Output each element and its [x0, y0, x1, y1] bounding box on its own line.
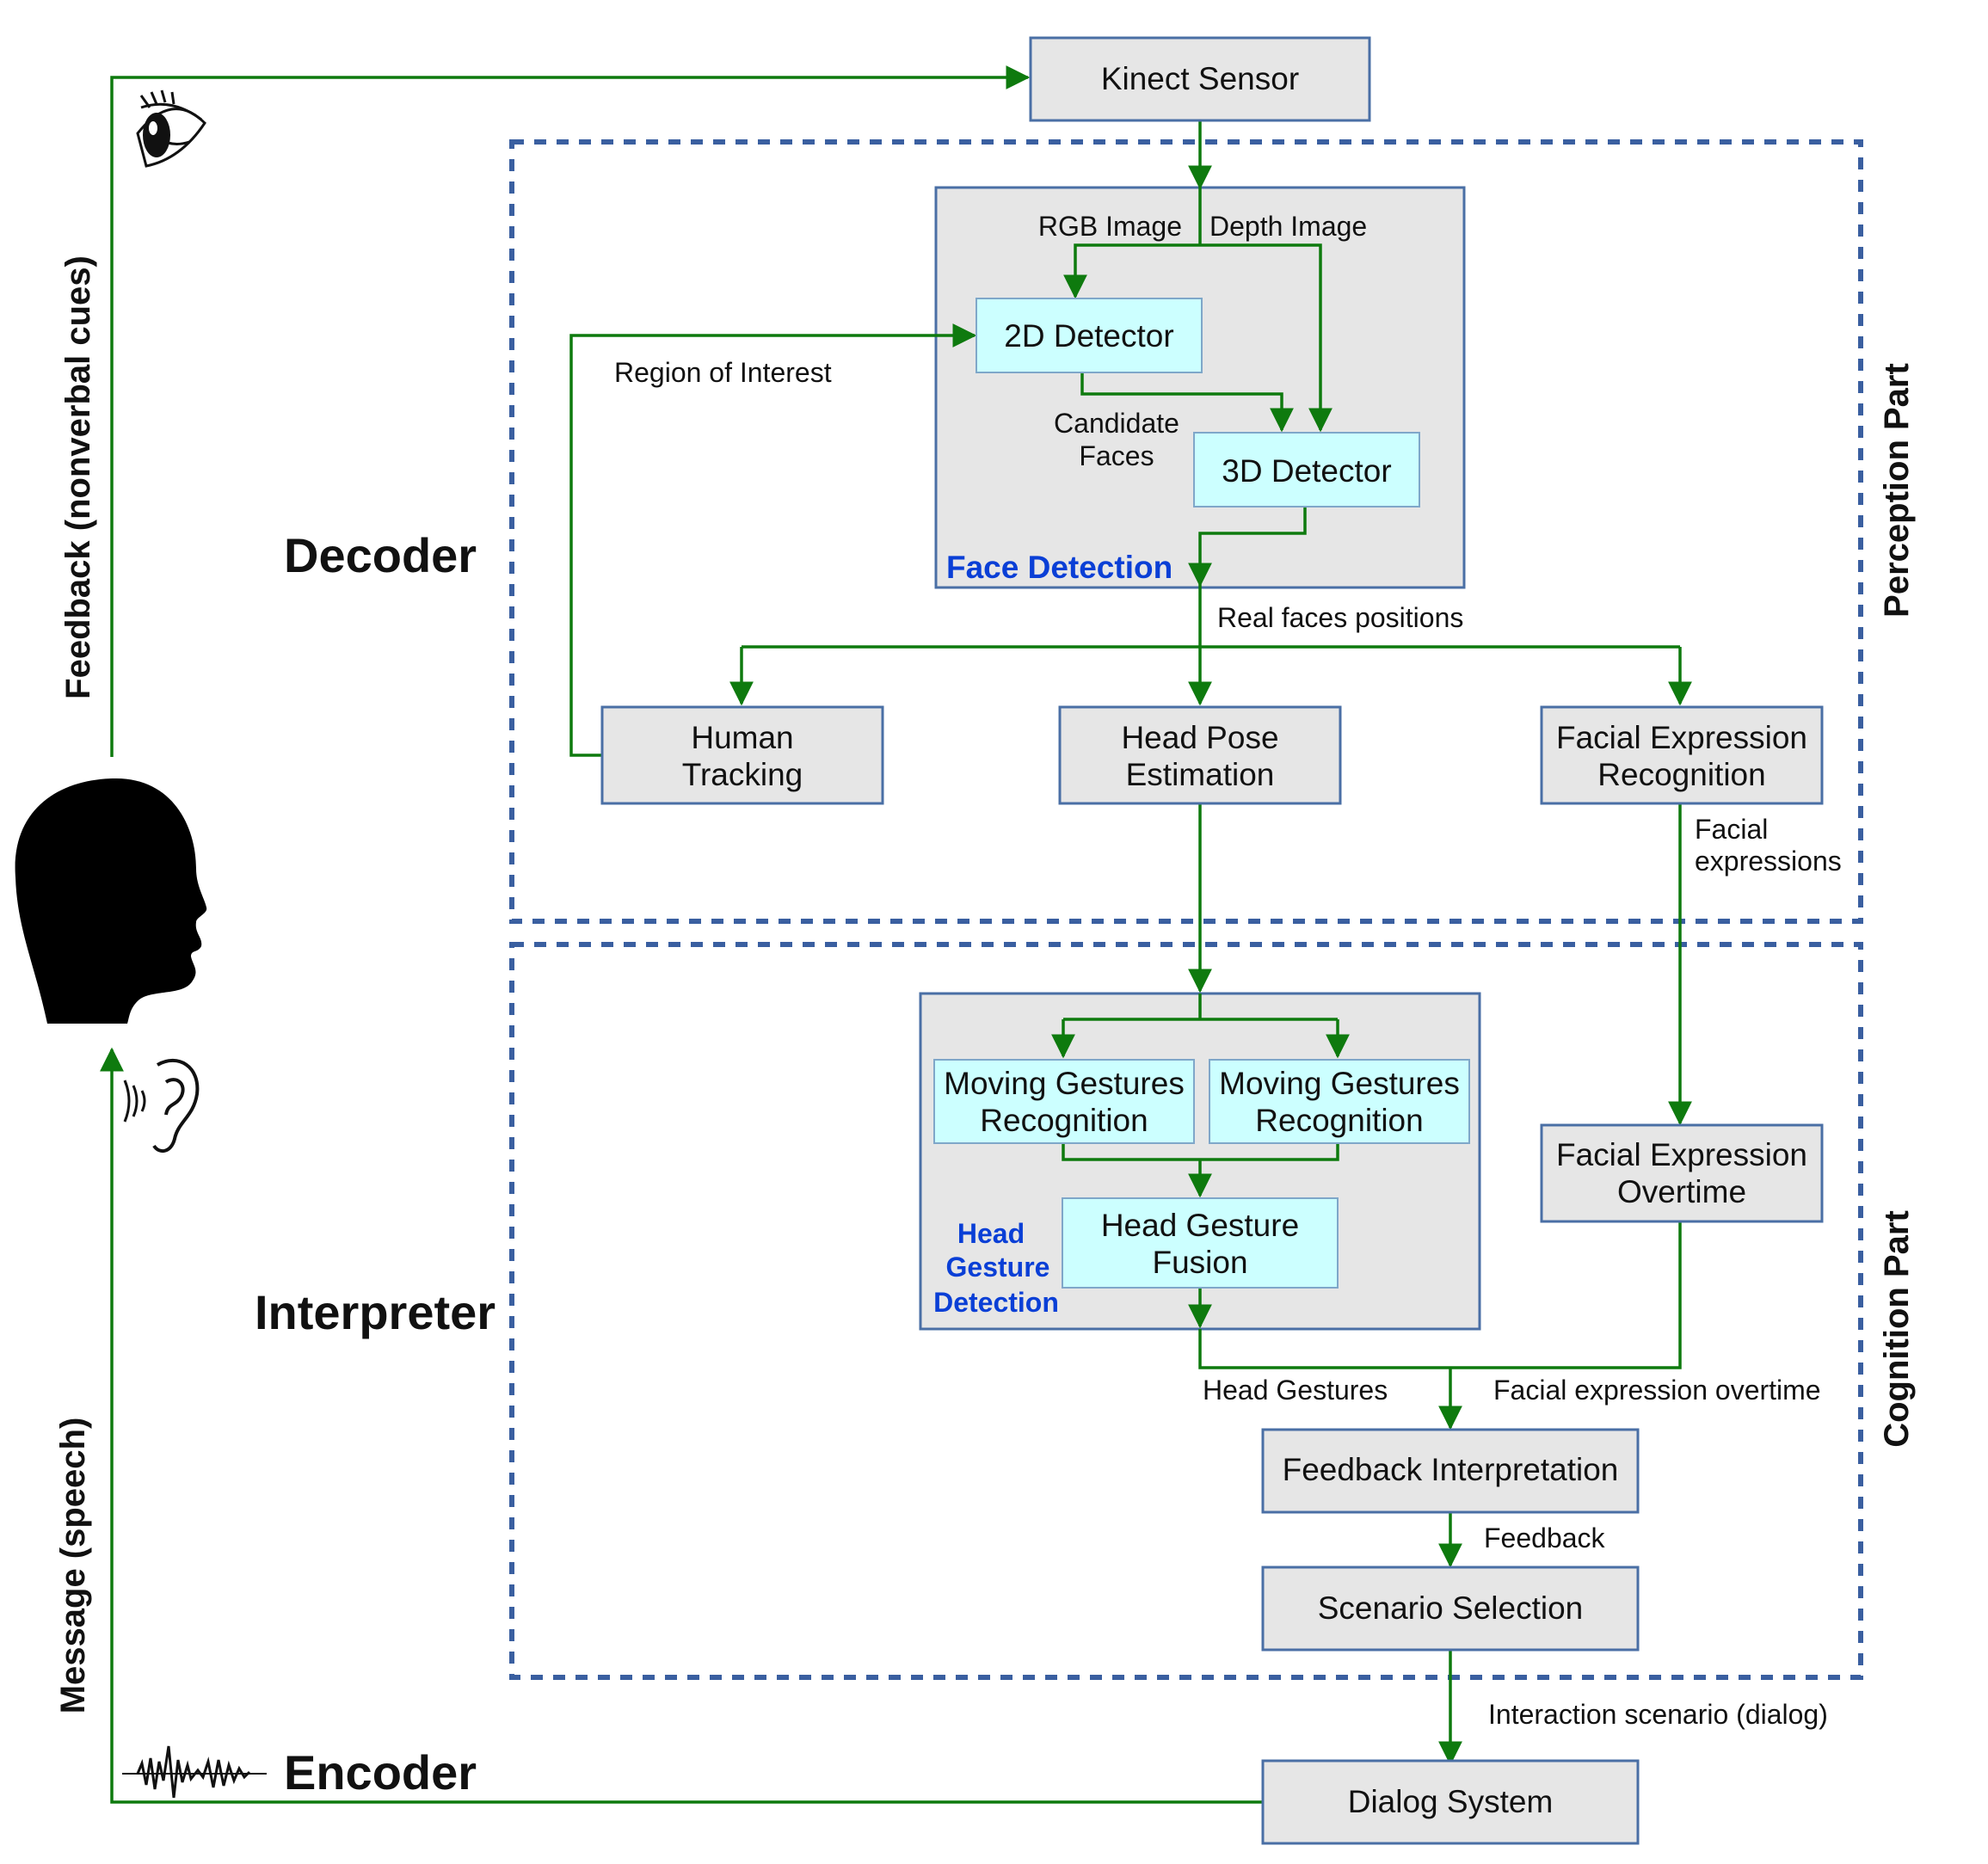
human-head-icon — [15, 778, 207, 1024]
feedback-label: Feedback — [1484, 1523, 1606, 1553]
message-speech-arrow — [100, 1047, 1263, 1804]
head-gesture-fusion-line-1: Head Gesture — [1101, 1208, 1299, 1243]
dialog-system-box: Dialog System — [1261, 1759, 1640, 1845]
encoder-label: Encoder — [284, 1745, 477, 1799]
region-of-interest-arrow — [569, 323, 977, 757]
depth-image-label: Depth Image — [1209, 211, 1367, 242]
kinect-sensor-box: Kinect Sensor — [1029, 36, 1371, 122]
kinect-sensor-label: Kinect Sensor — [1101, 61, 1299, 96]
facial-expr-overtime-line-1: Facial Expression — [1556, 1137, 1807, 1172]
perception-part-label: Perception Part — [1878, 363, 1916, 618]
human-tracking-line-2: Tracking — [682, 757, 803, 792]
decoder-label: Decoder — [284, 528, 477, 582]
head-gesture-detection-title-1: Head — [957, 1218, 1025, 1249]
scenario-selection-label: Scenario Selection — [1318, 1590, 1584, 1626]
rgb-arrow — [1063, 243, 1200, 299]
candidate-faces-label-1: Candidate — [1054, 408, 1179, 439]
feedback-interpretation-label: Feedback Interpretation — [1283, 1452, 1619, 1487]
cognition-region — [509, 942, 1863, 1680]
gestures-overtime-merge — [1198, 1221, 1682, 1369]
facial-expression-overtime-label: Facial expression overtime — [1493, 1375, 1821, 1406]
moving-gestures-1-line-1: Moving Gestures — [944, 1066, 1185, 1101]
2d-detector-label: 2D Detector — [1004, 318, 1173, 354]
depth-arrow — [1200, 243, 1333, 433]
dialog-system-label: Dialog System — [1348, 1784, 1554, 1819]
head-gestures-label: Head Gestures — [1203, 1375, 1388, 1406]
human-tracking-line-1: Human — [691, 720, 793, 755]
interpreter-label: Interpreter — [255, 1285, 495, 1339]
message-speech-label: Message (speech) — [54, 1418, 92, 1714]
3d-detector-box: 3D Detector — [1193, 432, 1420, 508]
moving-gestures-box-2: Moving Gestures Recognition — [1209, 1059, 1470, 1144]
facial-expression-overtime-box: Facial Expression Overtime — [1540, 1123, 1824, 1223]
ear-icon — [123, 1059, 200, 1153]
head-pose-line-1: Head Pose — [1121, 720, 1278, 755]
head-gesture-fusion-line-2: Fusion — [1152, 1245, 1247, 1280]
perception-region — [509, 139, 1863, 924]
candidate-faces-label-2: Faces — [1079, 440, 1154, 471]
feedback-nonverbal-label: Feedback (nonverbal cues) — [59, 255, 97, 699]
region-of-interest-label: Region of Interest — [614, 357, 832, 388]
head-gesture-detection-title-2: Gesture — [946, 1252, 1050, 1283]
head-pose-estimation-box: Head Pose Estimation — [1058, 705, 1342, 805]
feedback-nonverbal-arrow — [110, 65, 1031, 757]
facial-expr-overtime-line-2: Overtime — [1617, 1174, 1746, 1209]
head-gesture-fusion-box: Head Gesture Fusion — [1062, 1197, 1339, 1289]
moving-gestures-box-1: Moving Gestures Recognition — [933, 1059, 1195, 1144]
moving-gestures-2-line-1: Moving Gestures — [1219, 1066, 1460, 1101]
facial-expr-recognition-line-2: Recognition — [1597, 757, 1765, 792]
scenario-selection-box: Scenario Selection — [1261, 1566, 1640, 1652]
facial-expressions-label-1: Facial — [1695, 814, 1768, 845]
candidate-faces-arrow — [1080, 372, 1294, 433]
rgb-image-label: RGB Image — [1038, 211, 1182, 242]
facial-expressions-label-2: expressions — [1695, 846, 1842, 877]
sound-wave-icon — [122, 1745, 267, 1799]
feedback-interpretation-box: Feedback Interpretation — [1261, 1428, 1640, 1514]
moving-gestures-1-line-2: Recognition — [980, 1103, 1148, 1138]
real-faces-positions-label: Real faces positions — [1217, 602, 1463, 633]
face-detection-title: Face Detection — [946, 550, 1172, 585]
head-pose-line-2: Estimation — [1126, 757, 1275, 792]
eye-icon — [136, 89, 206, 168]
head-gesture-detection-title-3: Detection — [933, 1287, 1059, 1318]
interaction-scenario-label: Interaction scenario (dialog) — [1488, 1699, 1828, 1730]
facial-expr-recognition-line-1: Facial Expression — [1556, 720, 1807, 755]
2d-detector-box: 2D Detector — [976, 298, 1203, 373]
3d-detector-label: 3D Detector — [1222, 453, 1391, 489]
human-tracking-box: Human Tracking — [600, 705, 884, 805]
cognition-part-label: Cognition Part — [1878, 1210, 1916, 1448]
3d-output-arrow — [1188, 506, 1307, 587]
moving-gestures-2-line-2: Recognition — [1255, 1103, 1423, 1138]
face-detection-group — [934, 186, 1466, 589]
facial-expression-recognition-box: Facial Expression Recognition — [1540, 705, 1824, 805]
